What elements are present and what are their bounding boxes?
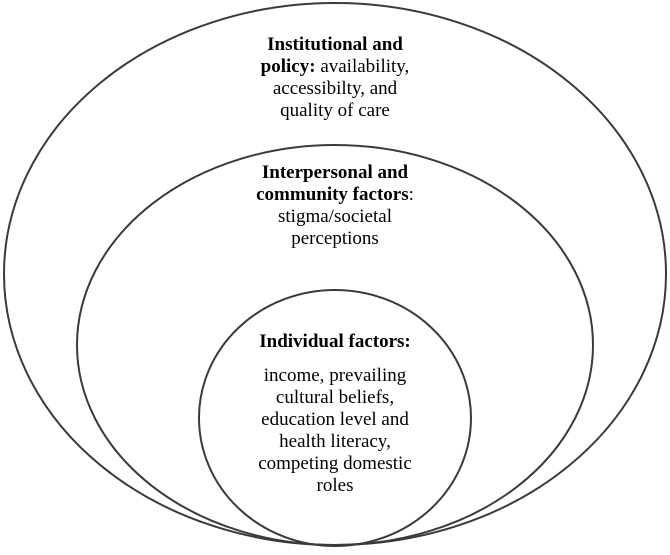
inner-ellipse-individual: [198, 289, 472, 547]
middle-title: Interpersonal and: [261, 162, 409, 183]
middle-colon: :: [408, 184, 414, 205]
outer-title-2: policy:: [260, 56, 316, 77]
inner-line: income, prevailing: [263, 365, 407, 386]
middle-desc-1: stigma/societal: [278, 206, 392, 227]
inner-title-text: Individual factors:: [259, 331, 411, 352]
inner-line: health literacy,: [279, 431, 391, 452]
inner-line: cultural beliefs,: [275, 387, 395, 408]
individual-factors-title: Individual factors:: [235, 331, 435, 353]
individual-factors-body: income, prevailing cultural beliefs, edu…: [232, 365, 438, 497]
outer-desc-1: availability,: [320, 56, 410, 77]
inner-line: competing domestic: [258, 453, 412, 474]
inner-line: roles: [316, 475, 354, 496]
outer-desc-2: accessibilty, and: [272, 78, 398, 99]
outer-title: Institutional and: [267, 34, 403, 55]
interpersonal-community-label: Interpersonal and community factors: sti…: [220, 162, 450, 250]
middle-title-2: community factors: [256, 184, 409, 205]
institutional-policy-label: Institutional and policy: availability, …: [215, 34, 455, 122]
inner-line: education level and: [261, 409, 409, 430]
outer-desc-3: quality of care: [280, 100, 390, 121]
middle-desc-2: perceptions: [291, 228, 379, 249]
